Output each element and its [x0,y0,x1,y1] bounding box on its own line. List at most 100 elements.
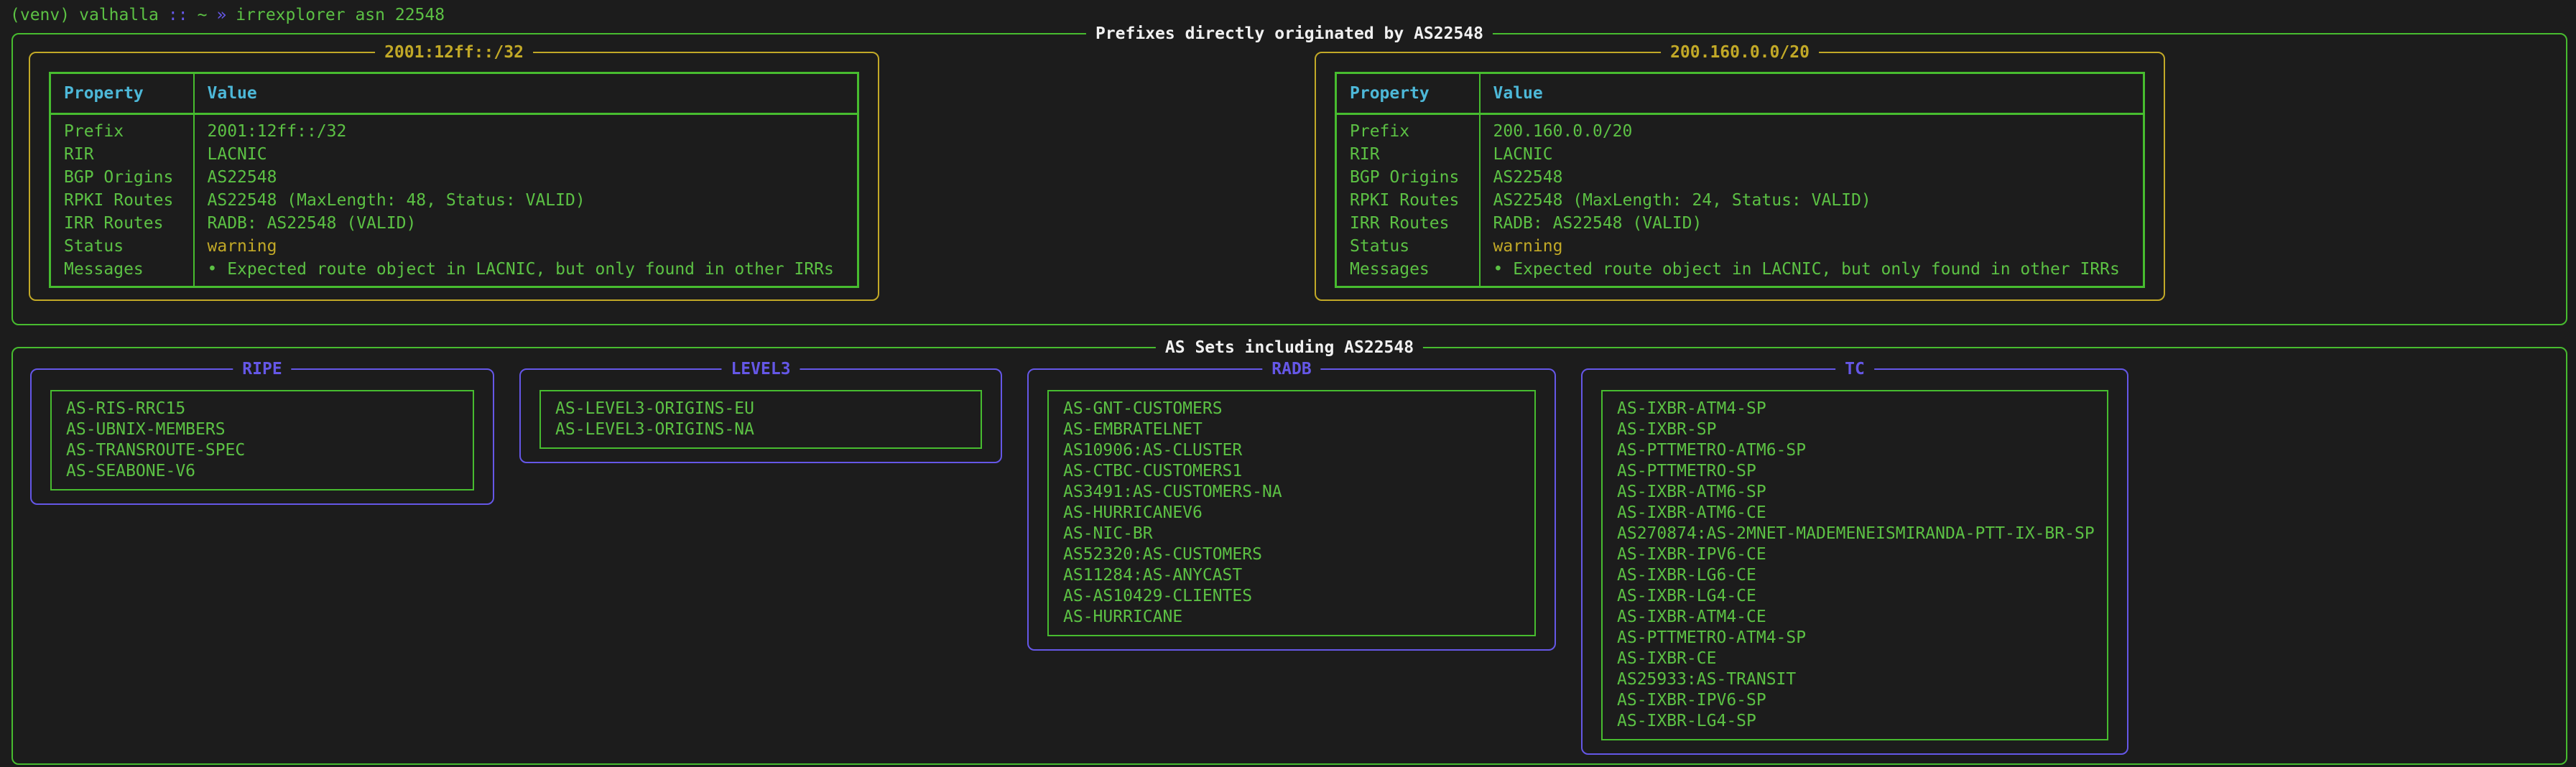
prompt-path: ~ [197,6,208,24]
property-cell: IRR Routes [50,212,195,235]
as-set-item: AS-IXBR-LG4-CE [1617,587,1756,605]
property-cell: Status [1335,235,1481,258]
as-set-item: AS-PTTMETRO-ATM4-SP [1617,628,1807,647]
as-set-panel-title: TC [1835,358,1874,380]
prefix-panel-title: 2001:12ff::/32 [375,42,533,63]
as-set-item: AS-HURRICANEV6 [1063,503,1203,522]
value-cell: • Expected route object in LACNIC, but o… [207,260,834,279]
value-cell: RADB: AS22548 (VALID) [1493,214,1702,233]
property-header-cell: Property [1335,73,1481,115]
as-set-item: AS-IXBR-LG4-SP [1617,712,1756,730]
table-row: IRR Routes RADB: AS22548 (VALID) [50,212,858,235]
value-cell: AS22548 [1493,168,1563,187]
property-cell: Prefix [1335,113,1481,143]
prompt-venv: (venv) [10,6,70,24]
as-set-item: AS-SEABONE-V6 [66,462,196,480]
as-set-item: AS270874:AS-2MNET-MADEMENEISMIRANDA-PTT-… [1617,524,2095,543]
as-set-panel-title: RIPE [233,358,292,380]
as-set-item: AS-CTBC-CUSTOMERS1 [1063,462,1243,480]
property-cell: Messages [50,258,195,287]
as-sets-section-title: AS Sets including AS22548 [1155,337,1424,358]
property-cell: Messages [1335,258,1481,287]
as-set-item: AS-PTTMETRO-SP [1617,462,1756,480]
as-set-item: AS-IXBR-SP [1617,420,1717,439]
value-cell: warning [1493,237,1563,256]
prefix-section-panel: Prefixes directly originated by AS22548 … [11,23,2567,325]
table-row: Prefix 2001:12ff::/32 [50,113,858,143]
prompt-command: irrexplorer asn 22548 [236,6,445,24]
as-set-item: AS-IXBR-IPV6-SP [1617,691,1766,710]
as-set-item: AS-NIC-BR [1063,524,1153,543]
property-cell: Prefix [50,113,195,143]
as-set-item: AS3491:AS-CUSTOMERS-NA [1063,483,1282,501]
prompt-arrow-icon: » [216,6,227,24]
as-set-item: AS-IXBR-LG6-CE [1617,566,1756,585]
as-set-item: AS-PTTMETRO-ATM6-SP [1617,441,1807,460]
property-cell: BGP Origins [50,166,195,189]
as-set-item: AS10906:AS-CLUSTER [1063,441,1243,460]
as-set-item: AS-AS10429-CLIENTES [1063,587,1253,605]
as-set-panel: TC AS-IXBR-ATM4-SP AS-IXBR-SP AS-PTTMETRO-A… [1581,358,2128,755]
as-set-item: AS-TRANSROUTE-SPEC [66,441,246,460]
as-set-item: AS-IXBR-CE [1617,649,1717,668]
shell-prompt-line: (venv)valhalla::~»irrexplorer asn 22548 [0,0,2576,26]
table-row: RPKI Routes AS22548 (MaxLength: 24, Statu… [1335,189,2144,212]
value-cell: 2001:12ff::/32 [207,122,347,141]
as-set-item: AS-HURRICANE [1063,608,1183,626]
property-cell: RPKI Routes [50,189,195,212]
value-cell: AS22548 (MaxLength: 24, Status: VALID) [1493,191,1871,210]
table-row: Messages • Expected route object in LACNI… [50,258,858,287]
as-set-item: AS-LEVEL3-ORIGINS-NA [555,420,754,439]
value-cell: LACNIC [1493,145,1553,164]
as-sets-section-panel: AS Sets including AS22548 RIPE AS-RIS-RRC… [11,337,2567,765]
as-set-item: AS-IXBR-ATM4-SP [1617,399,1766,418]
as-set-item: AS-IXBR-ATM4-CE [1617,608,1766,626]
property-cell: RIR [50,143,195,166]
as-set-panel-title: LEVEL3 [721,358,800,380]
as-set-item: AS11284:AS-ANYCAST [1063,566,1243,585]
prefix-panel-title: 200.160.0.0/20 [1661,42,1819,63]
as-set-item: AS-IXBR-ATM6-SP [1617,483,1766,501]
property-cell: RPKI Routes [1335,189,1481,212]
as-set-panel-title: RADB [1262,358,1321,380]
as-set-item: AS-IXBR-IPV6-CE [1617,545,1766,564]
value-cell: 200.160.0.0/20 [1493,122,1633,141]
as-set-item: AS-EMBRATELNET [1063,420,1203,439]
table-row: Status warning [1335,235,2144,258]
value-cell: warning [207,237,277,256]
table-row: IRR Routes RADB: AS22548 (VALID) [1335,212,2144,235]
value-cell: RADB: AS22548 (VALID) [207,214,417,233]
as-set-item: AS-RIS-RRC15 [66,399,186,418]
property-cell: Status [50,235,195,258]
as-set-item: AS-UBNIX-MEMBERS [66,420,226,439]
property-cell: IRR Routes [1335,212,1481,235]
value-cell: • Expected route object in LACNIC, but o… [1493,260,2120,279]
value-cell: LACNIC [207,145,267,164]
table-row: RIR LACNIC [50,143,858,166]
as-set-list: AS-IXBR-ATM4-SP AS-IXBR-SP AS-PTTMETRO-ATM… [1601,390,2108,740]
prompt-separator: :: [167,6,188,24]
value-cell: AS22548 (MaxLength: 48, Status: VALID) [207,191,585,210]
